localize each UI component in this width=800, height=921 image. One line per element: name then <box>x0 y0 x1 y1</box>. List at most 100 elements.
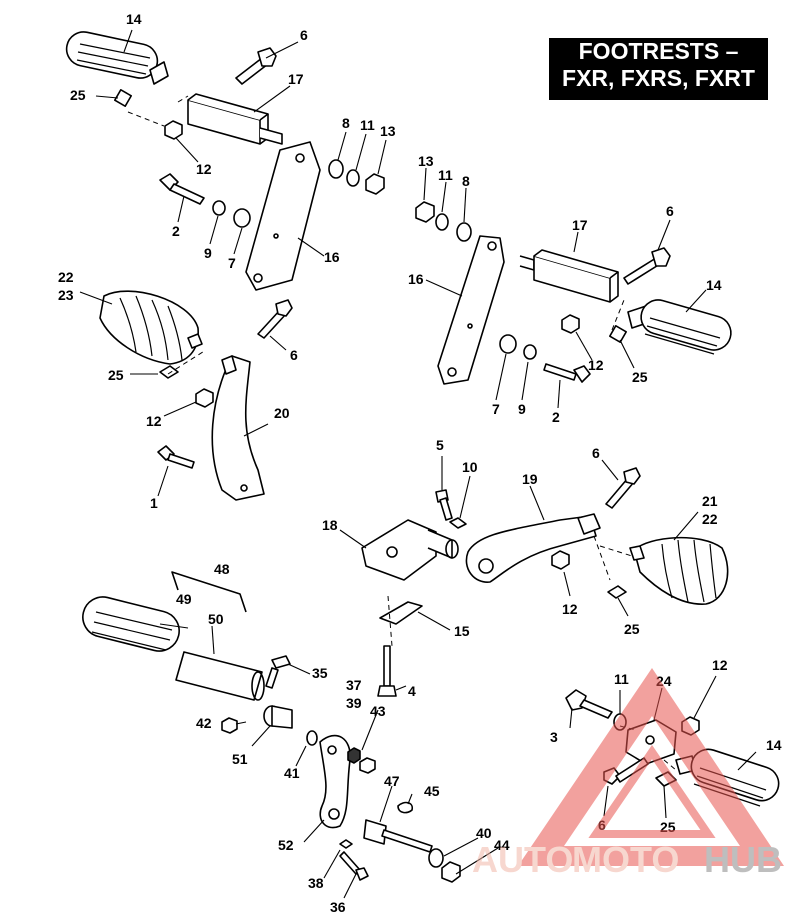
callout-12: 12 <box>196 161 212 177</box>
callout-5: 5 <box>436 437 444 453</box>
callout-22: 22 <box>58 269 74 285</box>
bolt-6-right <box>623 247 671 285</box>
bracket-plate-16-left <box>245 141 321 291</box>
callout-6: 6 <box>592 445 600 461</box>
shift-arm-52 <box>319 734 351 829</box>
callout-12: 12 <box>562 601 578 617</box>
watermark-auto: AUTO <box>472 839 573 880</box>
callout-8: 8 <box>342 115 350 131</box>
footpeg-left-rear <box>99 290 203 365</box>
callout-9: 9 <box>204 245 212 261</box>
nut-12-mid <box>551 550 570 570</box>
callout-37: 37 <box>346 677 362 693</box>
washer-7-left <box>233 208 251 228</box>
callout-38: 38 <box>308 875 324 891</box>
callout-52: 52 <box>278 837 294 853</box>
callout-2: 2 <box>552 409 560 425</box>
callout-22: 22 <box>702 511 718 527</box>
nut-12-left-mid <box>195 388 214 408</box>
shaft-50 <box>175 651 265 701</box>
washer-9-left <box>212 200 226 216</box>
bolt-1-left <box>157 445 195 469</box>
mount-block-17-left <box>187 93 283 145</box>
watermark-triangle-logo <box>518 668 784 866</box>
nut-42 <box>221 717 238 734</box>
callout-35: 35 <box>312 665 328 681</box>
bolt-6-top <box>235 47 277 85</box>
callout-3: 3 <box>550 729 558 745</box>
callout-6: 6 <box>666 203 674 219</box>
washer-41 <box>306 730 318 746</box>
callout-49: 49 <box>176 591 192 607</box>
fastener-stack-top-right <box>415 201 472 242</box>
callout-23: 23 <box>58 287 74 303</box>
callout-17: 17 <box>572 217 588 233</box>
callout-15: 15 <box>454 623 470 639</box>
bolt-6-left-mid <box>257 299 293 339</box>
mount-block-17-right <box>519 249 619 303</box>
callout-17: 17 <box>288 71 304 87</box>
callout-leaders <box>79 29 757 899</box>
diagram-title-box: FOOTRESTS – FXR, FXRS, FXRT <box>549 38 768 100</box>
callout-2: 2 <box>172 223 180 239</box>
callout-44: 44 <box>494 837 510 853</box>
callout-6: 6 <box>300 27 308 43</box>
washer-25-top-left <box>114 89 132 107</box>
footpeg-right-mid <box>629 536 729 605</box>
spacer-51 <box>263 705 293 729</box>
bolt-2-top-left <box>159 173 205 205</box>
nut-43 <box>359 757 376 774</box>
callout-11: 11 <box>614 671 629 687</box>
callout-50: 50 <box>208 611 224 627</box>
shift-lever-19 <box>465 513 601 583</box>
plate-15 <box>379 601 423 625</box>
callout-12: 12 <box>146 413 162 429</box>
callout-43: 43 <box>370 703 386 719</box>
automotohub-watermark: AUTO MOTO HUB <box>472 668 784 880</box>
callout-7: 7 <box>492 401 500 417</box>
grip-49 <box>82 596 180 652</box>
callout-51: 51 <box>232 751 248 767</box>
callout-25: 25 <box>70 87 86 103</box>
callout-40: 40 <box>476 825 492 841</box>
callout-41: 41 <box>284 765 300 781</box>
callout-25: 25 <box>632 369 648 385</box>
bolt-3 <box>565 689 613 719</box>
washer-7-right <box>499 334 517 354</box>
bolt-5 <box>435 489 453 521</box>
fastener-stack-top-left <box>328 159 385 195</box>
washer-10 <box>449 517 467 529</box>
callout-7: 7 <box>228 255 236 271</box>
callout-11: 11 <box>438 167 453 183</box>
footpeg-right-front <box>627 299 732 355</box>
washer-25-right <box>609 325 627 343</box>
callout-11: 11 <box>360 117 375 133</box>
clip-45 <box>397 801 414 814</box>
rod-end-47 <box>363 819 433 853</box>
watermark-hub: HUB <box>704 839 782 880</box>
callout-16: 16 <box>324 249 340 265</box>
callout-25: 25 <box>624 621 640 637</box>
washer-25-left-rear <box>159 365 179 379</box>
callout-47: 47 <box>384 773 400 789</box>
pivot-bracket-18 <box>361 519 459 581</box>
callout-48: 48 <box>214 561 230 577</box>
nut-12-top-left <box>164 120 183 140</box>
callout-13: 13 <box>418 153 434 169</box>
nut-12-right <box>561 314 580 334</box>
callout-18: 18 <box>322 517 338 533</box>
bolt-4 <box>377 645 397 697</box>
nut-44 <box>441 861 461 883</box>
callout-19: 19 <box>522 471 538 487</box>
diagram-title-line1: FOOTRESTS – <box>578 38 739 64</box>
callout-10: 10 <box>462 459 478 475</box>
callout-36: 36 <box>330 899 346 915</box>
callout-12: 12 <box>712 657 728 673</box>
diagram-title-line2: FXR, FXRS, FXRT <box>562 65 755 91</box>
watermark-moto: MOTO <box>572 839 679 880</box>
callout-21: 21 <box>702 493 718 509</box>
callout-45: 45 <box>424 783 440 799</box>
callout-6: 6 <box>290 347 298 363</box>
callout-13: 13 <box>380 123 396 139</box>
